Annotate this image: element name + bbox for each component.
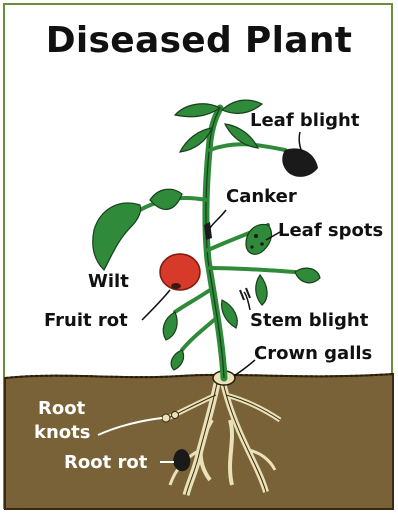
- fruit-rot-spot: [171, 283, 181, 289]
- callout-crown-galls: [234, 360, 255, 376]
- label-crown-galls: Crown galls: [254, 345, 372, 363]
- root-knot: [162, 414, 170, 422]
- callout-canker: [210, 210, 226, 228]
- page-title: Diseased Plant: [0, 20, 398, 61]
- root-knot: [172, 412, 179, 419]
- blighted-leaf: [282, 148, 318, 176]
- label-wilt: Wilt: [88, 273, 129, 291]
- label-root-rot: Root rot: [64, 454, 147, 472]
- label-root-knots-line2: knots: [34, 424, 90, 442]
- label-canker: Canker: [226, 188, 297, 206]
- callout-fruit-rot: [142, 290, 170, 320]
- label-fruit-rot: Fruit rot: [44, 312, 128, 330]
- label-leaf-spots: Leaf spots: [278, 222, 383, 240]
- label-root-knots-line1: Root: [38, 400, 85, 418]
- label-leaf-blight: Leaf blight: [250, 112, 359, 130]
- label-stem-blight: Stem blight: [250, 312, 368, 330]
